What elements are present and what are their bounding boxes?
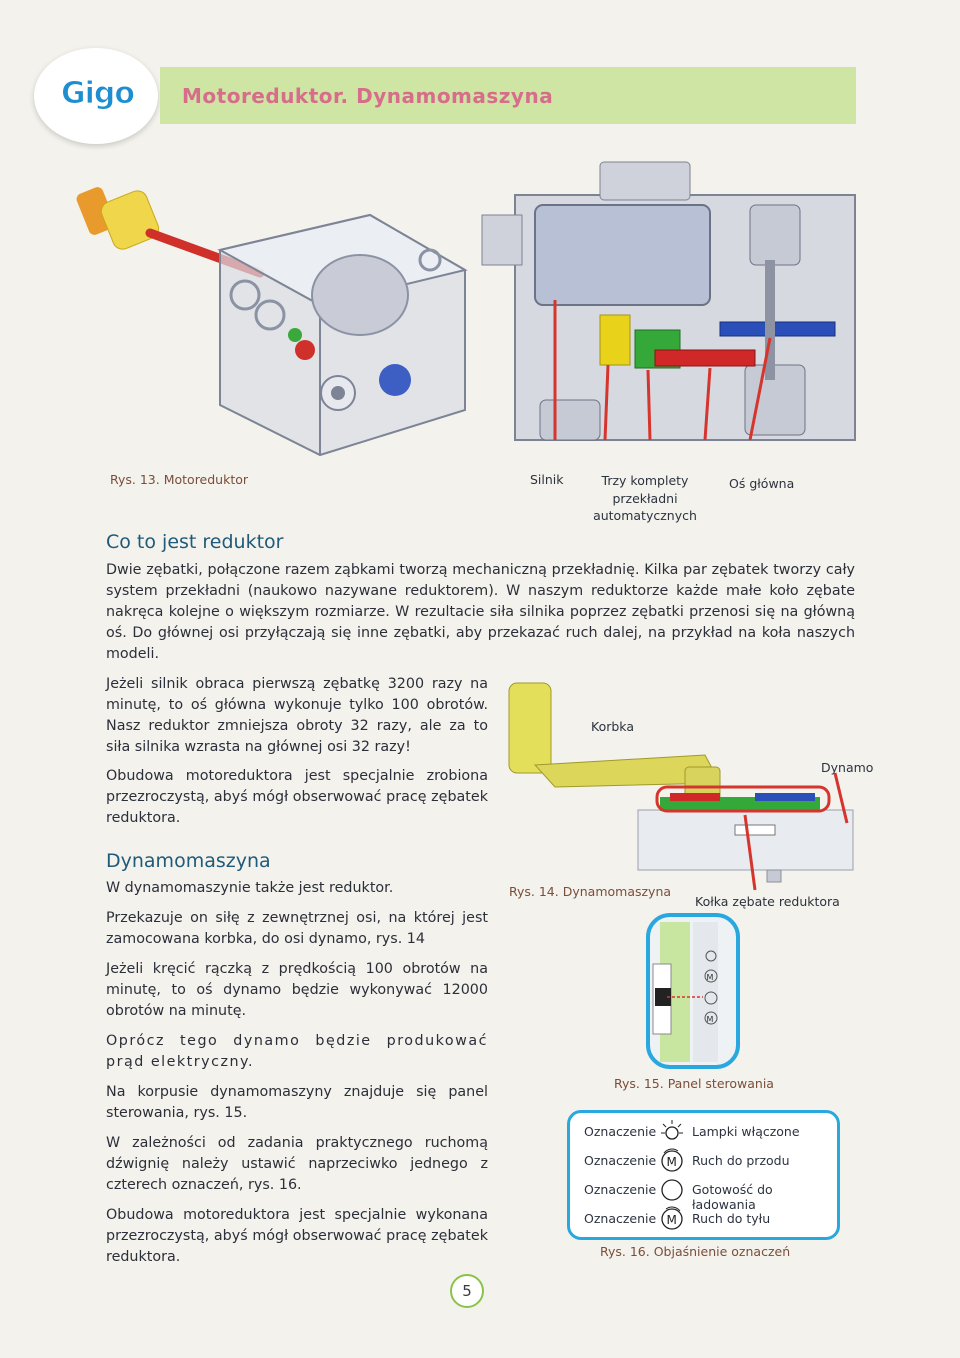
legend-row-4-label: Oznaczenie: [584, 1211, 657, 1226]
motor-backward-icon: M: [661, 1206, 683, 1230]
label-korbka: Korbka: [591, 719, 634, 734]
legend-row-1-label: Oznaczenie: [584, 1124, 657, 1139]
label-przekladnie-line3: automatycznych: [593, 508, 697, 523]
paragraph-dynamo-3: Jeżeli kręcić rączką z prędkością 100 ob…: [106, 961, 488, 1019]
label-przekladnie-line1: Trzy komplety: [601, 473, 689, 488]
gigo-logo: Gigo: [61, 76, 136, 112]
paragraph-dynamo-6: W zależności od zadania praktycznego ruc…: [106, 1135, 488, 1193]
label-przekladnie: Trzy komplety przekładni automatycznych: [590, 472, 700, 525]
paragraph-dynamo-7: Obudowa motoreduktora jest specjalnie wy…: [106, 1207, 488, 1265]
label-przekladnie-line2: przekładni: [612, 490, 678, 506]
logo-badge: [34, 48, 158, 144]
paragraph-reduktor-ratio: Jeżeli silnik obraca pierwszą zębatkę 32…: [106, 676, 488, 755]
section-heading-dynamomaszyna: Dynamomaszyna: [106, 850, 271, 872]
reducer-cross-section: [481, 161, 856, 441]
figure16-caption: Rys. 16. Objaśnienie oznaczeń: [600, 1244, 791, 1259]
legend-box: Oznaczenie Lampki włączone Oznaczenie M …: [567, 1110, 840, 1240]
figure15-caption: Rys. 15. Panel sterowania: [614, 1076, 774, 1091]
svg-text:M: M: [667, 1155, 677, 1169]
figure14-caption: Rys. 14. Dynamomaszyna: [509, 884, 672, 899]
motor-reducer-photo: [76, 187, 468, 457]
legend-row-4-desc: Ruch do tyłu: [692, 1211, 771, 1226]
paragraph-reduktor-obudowa: Obudowa motoreduktora jest specjalnie zr…: [106, 768, 488, 826]
paragraph-reduktor-intro: Dwie zębatki, połączone razem ząbkami tw…: [106, 562, 855, 662]
lamp-icon: [661, 1120, 683, 1140]
paragraph-dynamo-2: Przekazuje on siłę z zewnętrznej osi, na…: [106, 910, 488, 947]
legend-row-1-desc: Lampki włączone: [692, 1124, 800, 1139]
label-kolka-zebate: Kołka zębate reduktora: [695, 894, 840, 909]
legend-row-3-desc: Gotowość do ładowania: [692, 1182, 773, 1212]
page-number: 5: [450, 1274, 484, 1308]
paragraph-dynamo-5: Na korpusie dynamomaszyny znajduje się p…: [106, 1084, 488, 1121]
label-dynamo: Dynamo: [821, 760, 874, 775]
paragraph-dynamo-1: W dynamomaszynie także jest reduktor.: [106, 880, 394, 896]
circle-icon: [661, 1179, 683, 1201]
dynamo-photo: [508, 682, 854, 890]
title-bar: [160, 67, 856, 124]
control-panel-photo: M M: [646, 913, 740, 1069]
svg-text:M: M: [667, 1213, 677, 1227]
label-os-glowna: Oś główna: [729, 476, 795, 491]
page-title: Motoreduktor. Dynamomaszyna: [182, 84, 554, 108]
figure13-caption: Rys. 13. Motoreduktor: [110, 472, 249, 487]
paragraph-dynamo-4: Oprócz tego dynamo będzie produkować prą…: [106, 1033, 488, 1070]
motor-forward-icon: M: [661, 1148, 683, 1172]
svg-text:M: M: [707, 1015, 714, 1024]
legend-row-3-label: Oznaczenie: [584, 1182, 657, 1197]
svg-text:M: M: [707, 973, 714, 982]
legend-row-2-desc: Ruch do przodu: [692, 1153, 790, 1168]
legend-row-2-label: Oznaczenie: [584, 1153, 657, 1168]
section-heading-reduktor: Co to jest reduktor: [106, 531, 284, 553]
label-silnik: Silnik: [530, 472, 564, 487]
